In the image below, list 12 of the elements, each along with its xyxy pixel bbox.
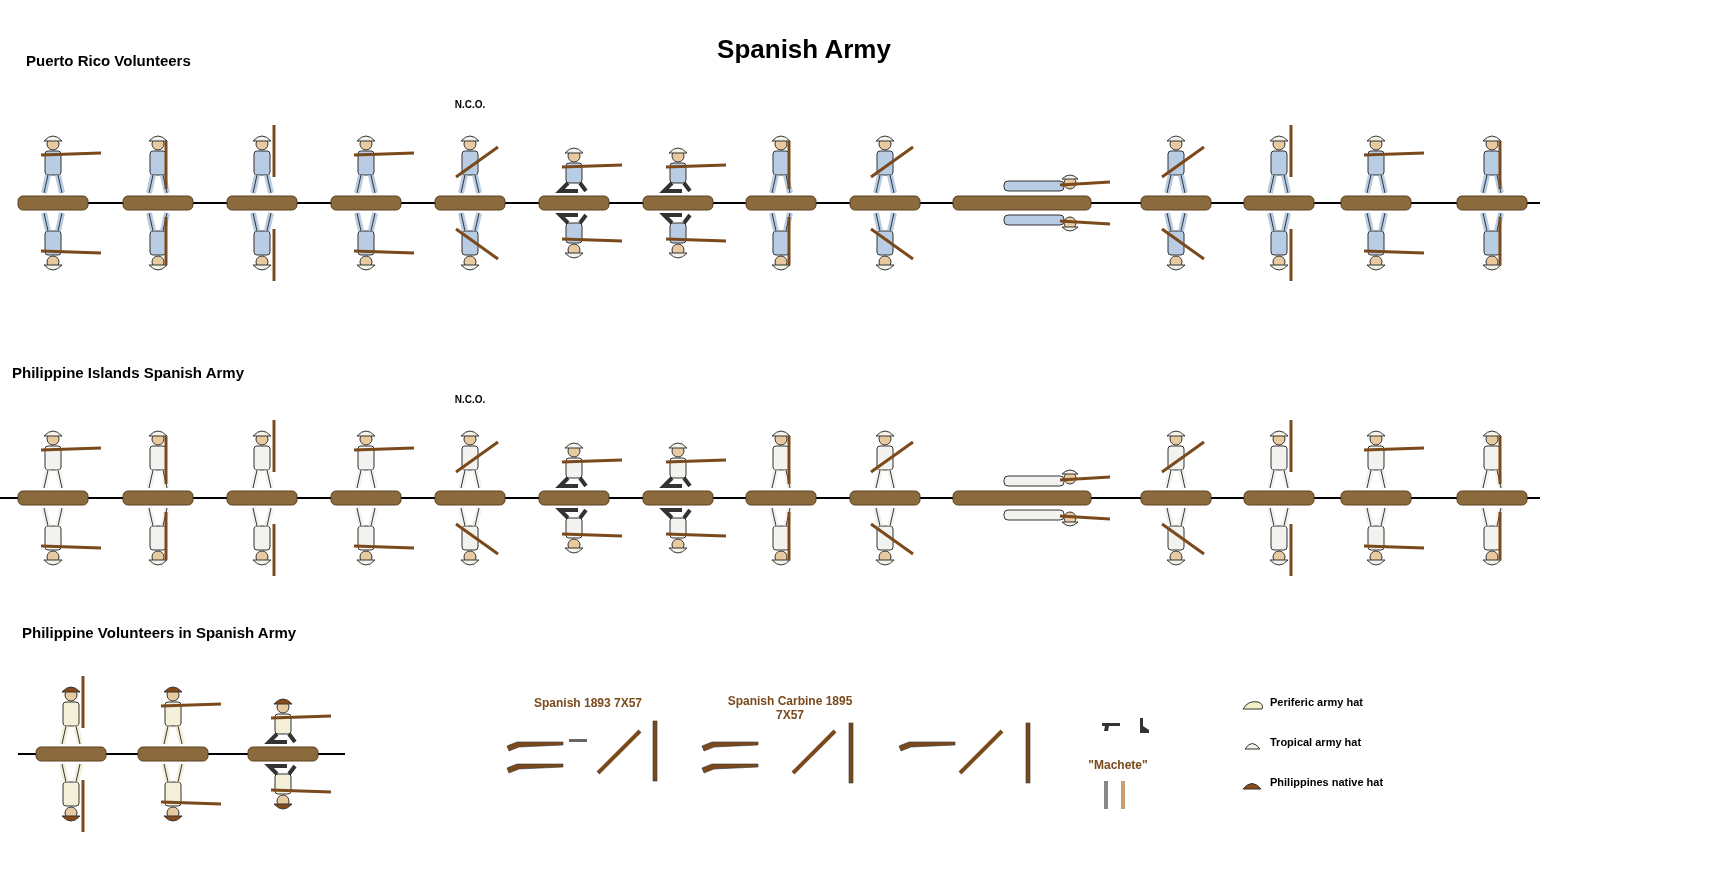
row-heading: Philippine Islands Spanish Army bbox=[12, 364, 244, 381]
weapon-label: "Machete" bbox=[1088, 758, 1148, 772]
rank-label: N.C.O. bbox=[454, 394, 486, 405]
weapon-label: Spanish Carbine 1895 7X57 bbox=[726, 694, 854, 722]
row-heading: Puerto Rico Volunteers bbox=[26, 52, 191, 69]
legend-label: Philippines native hat bbox=[1270, 776, 1384, 788]
row-heading: Philippine Volunteers in Spanish Army bbox=[22, 624, 297, 641]
rank-label: N.C.O. bbox=[454, 99, 486, 110]
diagram-title: Spanish Army bbox=[717, 34, 891, 65]
weapon-label: Spanish 1893 7X57 bbox=[532, 696, 644, 710]
legend-label: Tropical army hat bbox=[1270, 736, 1362, 748]
legend-label: Periferic army hat bbox=[1270, 696, 1364, 708]
